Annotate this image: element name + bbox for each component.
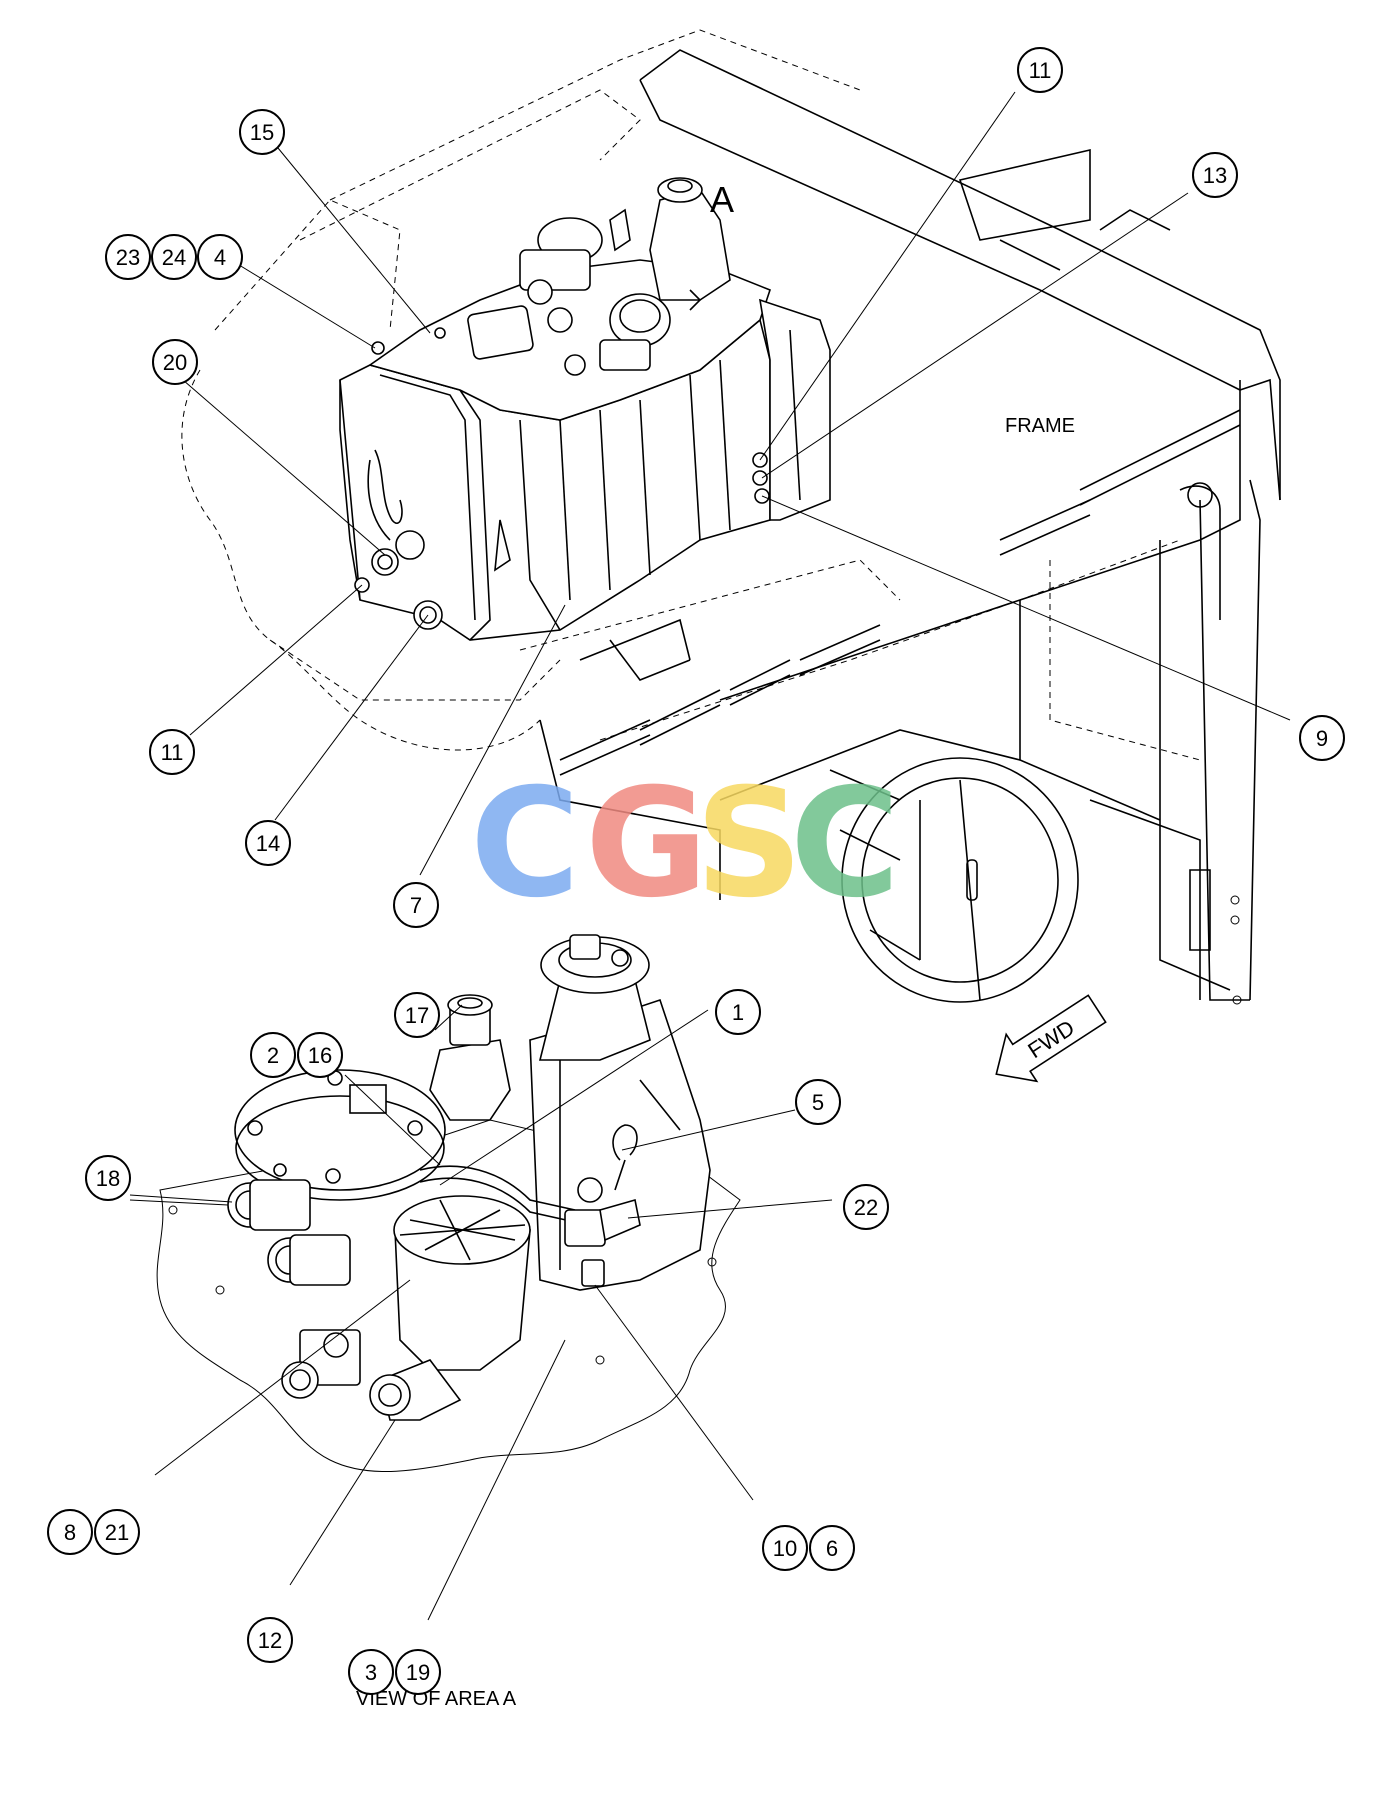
callout-7: 7 — [393, 882, 439, 928]
callout-1: 1 — [715, 989, 761, 1035]
view-area-a-label: VIEW OF AREA A — [356, 1688, 517, 1710]
callout-16: 16 — [297, 1032, 343, 1078]
callout-6: 6 — [809, 1525, 855, 1571]
callout-21: 21 — [94, 1509, 140, 1555]
callout-24: 24 — [151, 234, 197, 280]
callout-20: 20 — [152, 339, 198, 385]
callout-11-left-label: 11 — [161, 740, 184, 765]
callout-18-label: 18 — [96, 1166, 120, 1191]
callout-5-label: 5 — [812, 1090, 824, 1115]
cgsc-watermark: C G S C — [470, 757, 900, 931]
callout-11-left: 11 — [149, 729, 195, 775]
callout-4: 4 — [197, 234, 243, 280]
frame-drawing — [181, 29, 1281, 1005]
callout-15: 15 — [239, 109, 285, 155]
callout-20-label: 20 — [163, 350, 187, 375]
callout-8: 8 — [47, 1509, 93, 1555]
callout-2: 2 — [250, 1032, 296, 1078]
callout-7-label: 7 — [410, 893, 422, 918]
callout-3: 3 — [348, 1649, 394, 1695]
callout-14-label: 14 — [256, 831, 280, 856]
area-a-label: A — [710, 179, 734, 220]
callout-10-label: 10 — [773, 1536, 797, 1561]
callout-22: 22 — [843, 1184, 889, 1230]
callout-13: 13 — [1192, 152, 1238, 198]
callout-19: 19 — [395, 1649, 441, 1695]
callout-6-label: 6 — [826, 1536, 838, 1561]
callout-17: 17 — [394, 992, 440, 1038]
callout-21-label: 21 — [105, 1520, 129, 1545]
callout-11-right-label: 11 — [1029, 58, 1052, 83]
callout-14: 14 — [245, 820, 291, 866]
callout-16-label: 16 — [308, 1043, 332, 1068]
tank-assembly — [339, 177, 831, 641]
leader-lines — [129, 91, 1291, 1621]
callout-5: 5 — [795, 1079, 841, 1125]
callout-23: 23 — [105, 234, 151, 280]
callout-9: 9 — [1299, 715, 1345, 761]
watermark-letter-c2: C — [790, 757, 900, 931]
callout-9-label: 9 — [1316, 726, 1328, 751]
fwd-arrow-icon: FWD — [995, 994, 1107, 1083]
callout-11-right: 11 — [1017, 47, 1063, 93]
callout-3-label: 3 — [365, 1660, 377, 1685]
callout-19-label: 19 — [406, 1660, 430, 1685]
watermark-letter-s: S — [695, 757, 803, 931]
callout-17-label: 17 — [405, 1003, 429, 1028]
detail-a-drawing — [156, 934, 741, 1472]
callout-2-label: 2 — [267, 1043, 279, 1068]
watermark-letter-c1: C — [470, 757, 580, 931]
callout-12: 12 — [247, 1617, 293, 1663]
callout-4-label: 4 — [214, 245, 226, 270]
callout-13-label: 13 — [1203, 163, 1227, 188]
callout-12-label: 12 — [258, 1628, 282, 1653]
callout-1-label: 1 — [732, 1000, 744, 1025]
callout-15-label: 15 — [250, 120, 274, 145]
callout-22-label: 22 — [854, 1195, 878, 1220]
callout-8-label: 8 — [64, 1520, 76, 1545]
callout-10: 10 — [762, 1525, 808, 1571]
frame-label: FRAME — [1005, 415, 1075, 437]
callout-18: 18 — [85, 1155, 131, 1201]
callout-23-label: 23 — [116, 245, 140, 270]
watermark-letter-g: G — [585, 757, 708, 931]
callout-24-label: 24 — [162, 245, 186, 270]
